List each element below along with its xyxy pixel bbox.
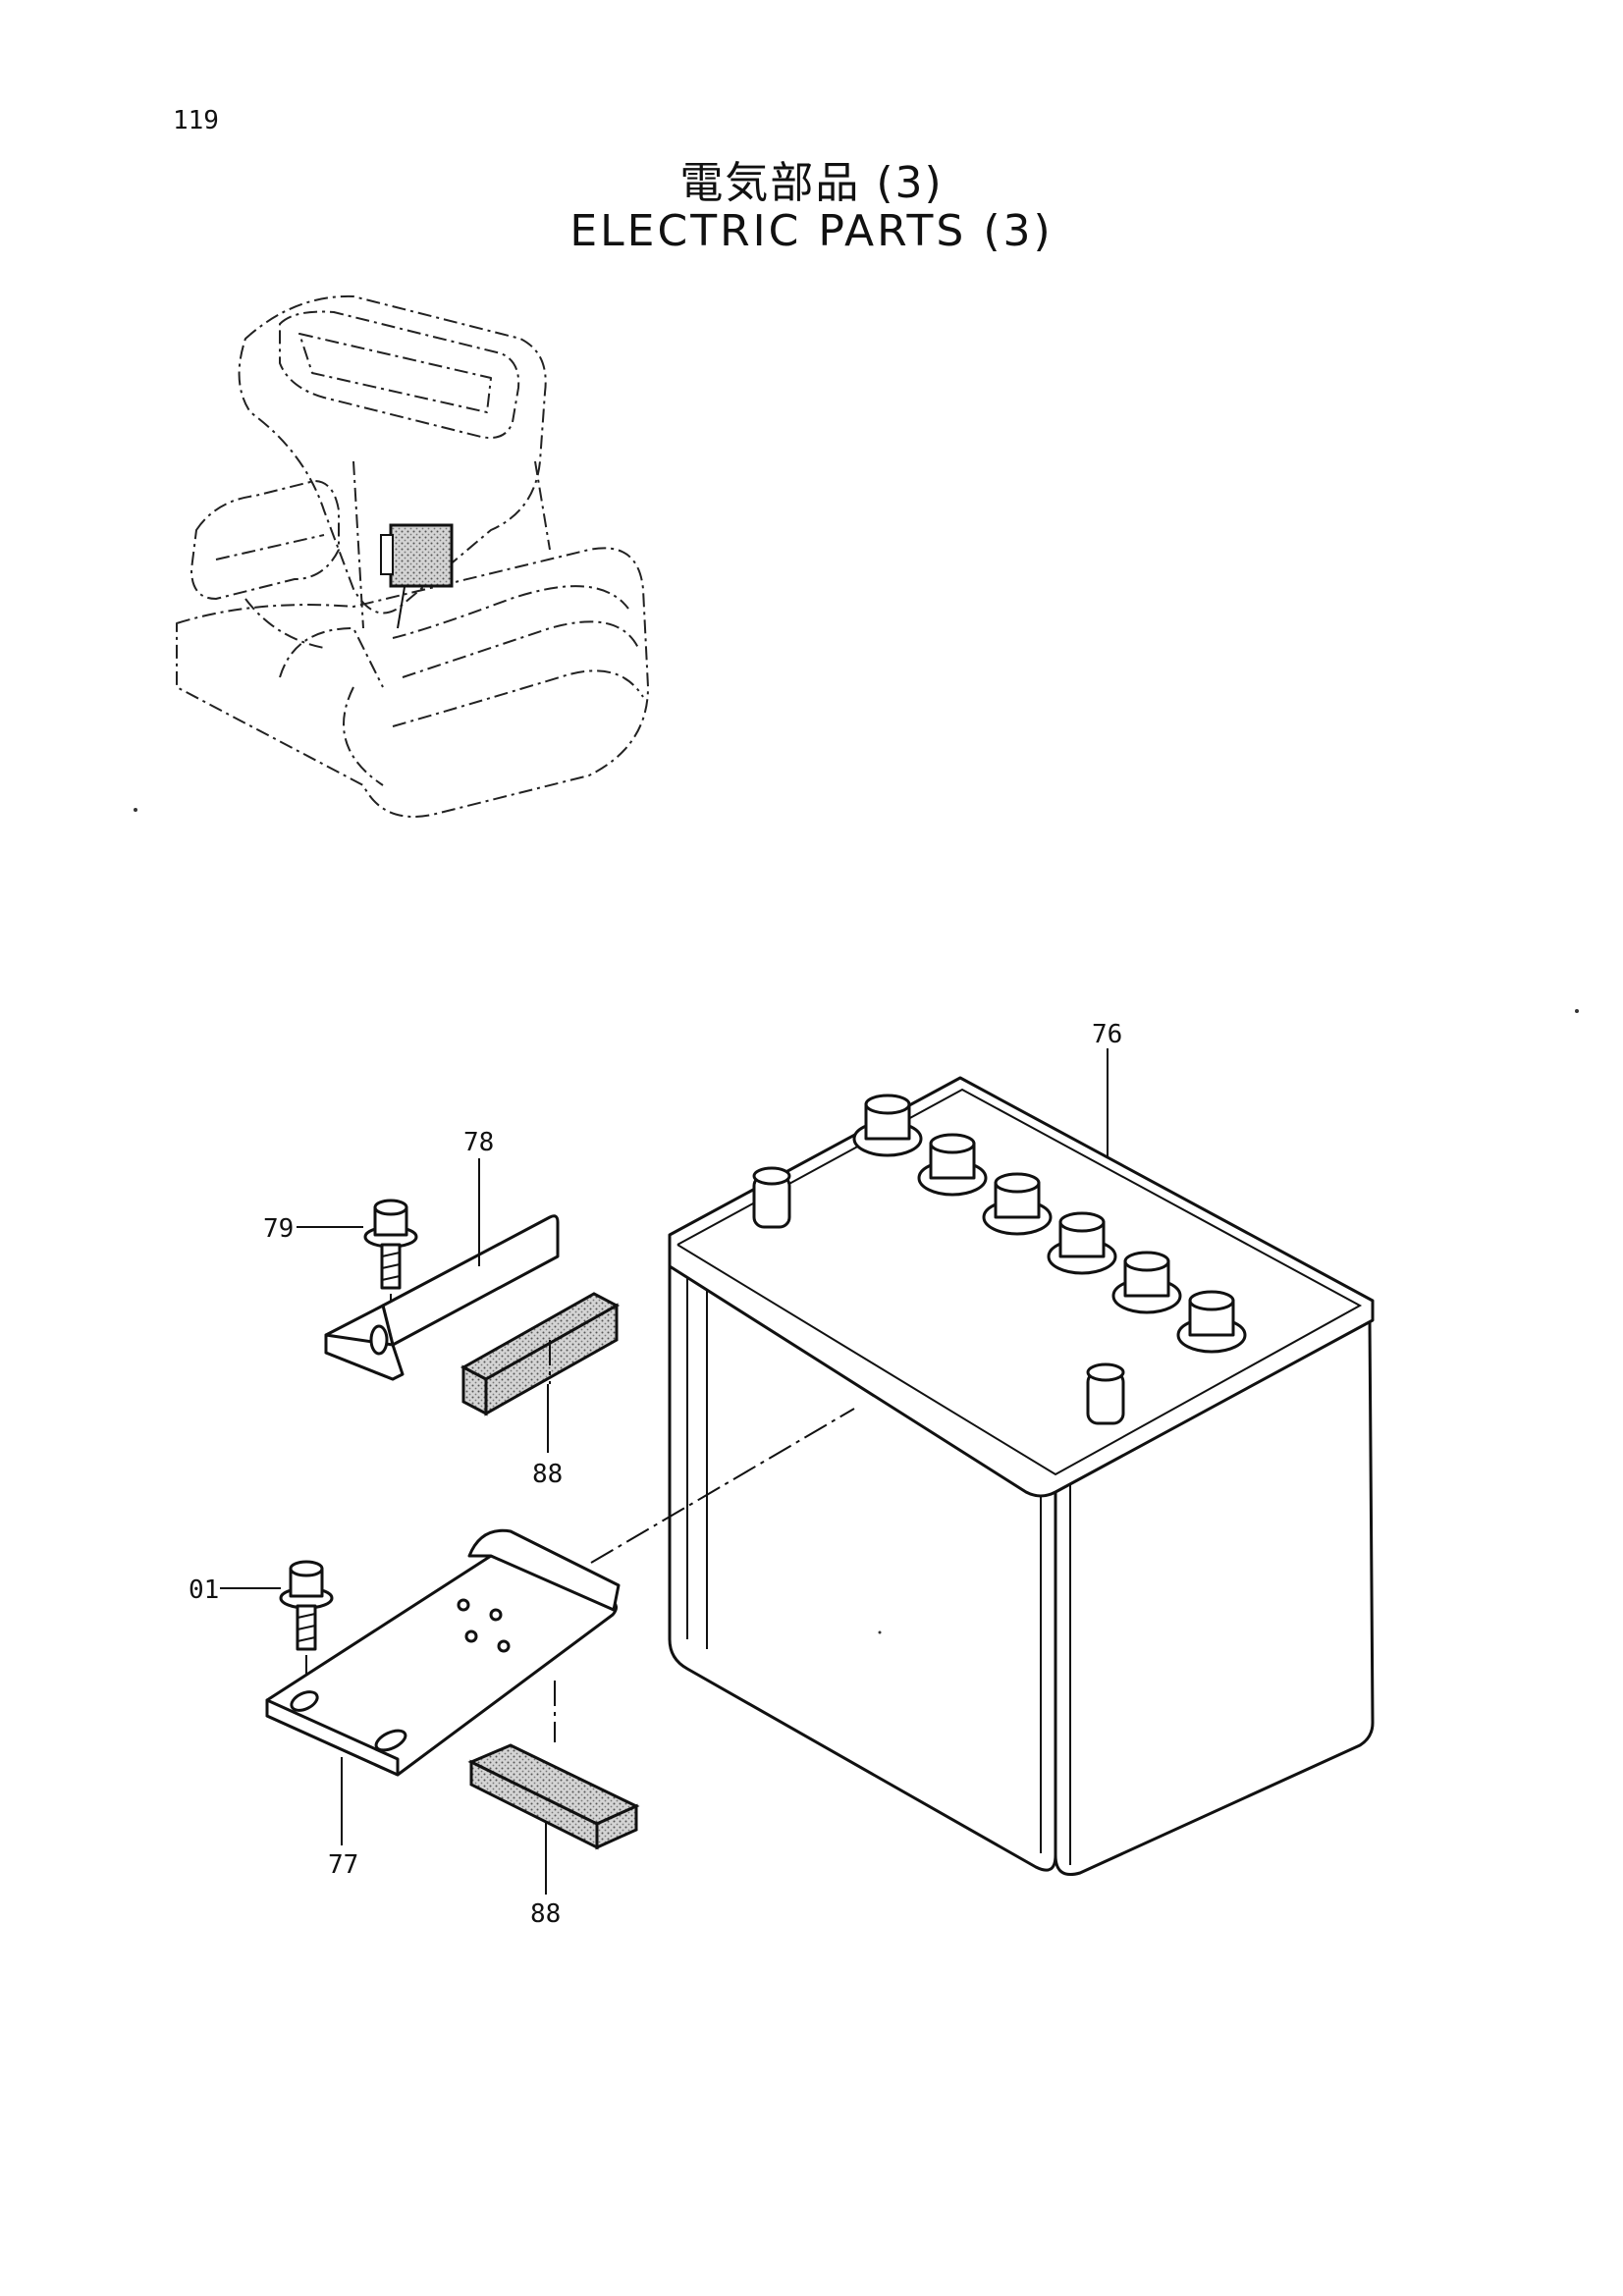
foam-pad-88-lower — [467, 1743, 640, 1850]
callout-88-lower: 88 — [530, 1899, 561, 1929]
callout-76: 76 — [1092, 1020, 1122, 1049]
battery-terminal-left — [752, 1166, 791, 1229]
page-number: 119 — [173, 106, 219, 135]
bracket-78 — [324, 1214, 560, 1381]
plate-bracket-77 — [265, 1528, 621, 1777]
callout-88-upper: 88 — [532, 1460, 563, 1489]
cell-caps — [852, 1094, 1247, 1354]
bolt-01 — [279, 1560, 334, 1688]
callout-77: 77 — [328, 1850, 358, 1880]
location-key-view — [176, 294, 649, 818]
title-japanese: 電気部品 (3) — [679, 158, 944, 208]
battery — [668, 1076, 1375, 1876]
callout-79: 79 — [263, 1214, 294, 1244]
callout-78: 78 — [463, 1128, 494, 1157]
title-english: ELECTRIC PARTS (3) — [569, 206, 1054, 256]
callout-01: 01 — [189, 1575, 219, 1605]
bolt-79 — [363, 1199, 418, 1320]
battery-terminal-right — [1086, 1362, 1125, 1425]
controller-unit-highlight — [389, 523, 454, 588]
foam-pad-88-upper — [460, 1292, 621, 1416]
